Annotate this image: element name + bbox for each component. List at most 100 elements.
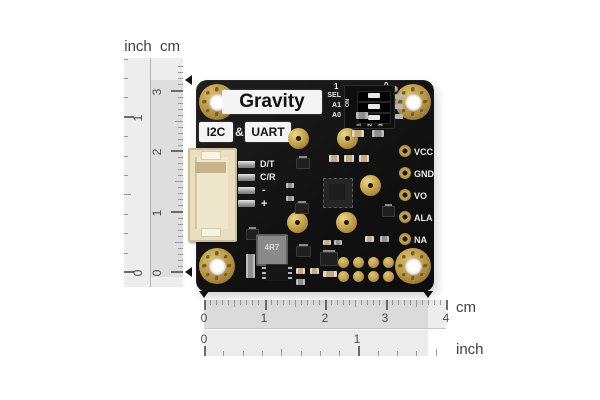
pad-label: GND	[414, 169, 434, 179]
hole-ring-dot	[206, 272, 211, 277]
solder-pad-grid	[368, 271, 379, 282]
hole-ring-dot	[423, 99, 428, 105]
connector-notch	[201, 228, 221, 237]
ampersand-label: &	[235, 125, 244, 139]
horizontal-ruler-divider	[204, 328, 446, 329]
smd-component	[334, 240, 342, 245]
smd-component	[295, 201, 309, 214]
pin-label: +	[261, 198, 268, 210]
breakout-pad	[399, 211, 411, 223]
dip-position-label: 1	[356, 123, 363, 127]
pad-label: ALA	[414, 213, 433, 223]
solder-pad-grid	[353, 271, 364, 282]
ruler-number: 3	[381, 311, 389, 325]
standoff-pad	[336, 212, 357, 233]
vertical-inch-ticks	[124, 58, 150, 287]
vertical-cm-ticks	[151, 58, 183, 287]
smd-component	[310, 268, 319, 274]
horizontal-ruler-cm-label: cm	[456, 299, 476, 316]
hole-ring-dot	[206, 91, 211, 96]
solder-pad-grid	[353, 257, 364, 268]
solder-pad-grid	[338, 271, 349, 282]
smd-component	[323, 240, 331, 245]
hole-ring-dot	[419, 108, 424, 113]
smd-component	[329, 155, 339, 162]
solder-pad	[395, 114, 403, 119]
board-left-edge-marker-icon	[199, 291, 209, 298]
connector-pin	[238, 174, 255, 181]
hole-ring-dot	[402, 91, 407, 96]
vertical-ruler-shaded-span	[151, 80, 183, 277]
smd-component	[296, 244, 311, 257]
brand-label: Gravity	[222, 90, 322, 114]
smd-component	[286, 183, 294, 188]
horizontal-inch-strip	[204, 330, 428, 356]
hole-ring-dot	[402, 272, 407, 277]
ruler-number: 0	[200, 332, 208, 346]
soic-chip	[262, 264, 292, 281]
standoff-pad	[287, 212, 308, 233]
smd-component	[286, 196, 294, 201]
standoff-pad	[360, 175, 381, 196]
dip-track	[357, 102, 391, 113]
hole-ring-dot	[410, 112, 416, 117]
hole-ring-dot	[419, 272, 424, 277]
gravity-connector	[188, 148, 237, 242]
hole-ring-dot	[419, 255, 424, 260]
qfn-chip	[323, 178, 353, 208]
uart-label: UART	[245, 122, 291, 142]
smd-component	[382, 204, 395, 217]
board-right-edge-marker-icon	[423, 291, 433, 298]
horizontal-inch-ticks	[204, 330, 440, 356]
ruler-number: 1	[260, 311, 268, 325]
solder-pad-grid	[383, 271, 394, 282]
pin-label: -	[262, 184, 266, 196]
solder-pad	[395, 104, 403, 109]
i2c-label: I2C	[199, 122, 233, 142]
vertical-ruler-divider	[150, 58, 151, 287]
hole-ring-dot	[227, 263, 232, 269]
smd-component	[246, 254, 255, 278]
dip-high-label: 1	[334, 82, 339, 91]
hole-ring-dot	[223, 255, 228, 260]
breakout-pad	[399, 189, 411, 201]
vertical-ruler-cm-label: cm	[160, 38, 180, 55]
hole-ring-dot	[214, 112, 220, 117]
smd-component	[359, 155, 369, 162]
smd-component	[320, 250, 338, 266]
pad-label: NA	[414, 235, 427, 245]
ruler-number: 1	[150, 209, 164, 217]
smd-component	[356, 112, 368, 119]
pin-label: C/R	[260, 172, 276, 182]
dip-slider	[368, 104, 380, 109]
connector-shadow	[195, 162, 226, 173]
dip-slider	[368, 93, 380, 98]
hole-ring-dot	[410, 251, 416, 256]
solder-pad-grid	[338, 257, 349, 268]
ruler-number: 3	[150, 88, 164, 96]
solder-pad-grid	[383, 257, 394, 268]
dip-switch: ON 1 2 3	[344, 85, 395, 129]
ruler-number: 0	[200, 311, 208, 325]
inductor: 4R7	[256, 234, 288, 266]
pcb-board: Gravity SEL A1 A0 1 0 ON 1 2 3 I2C & UAR…	[188, 80, 434, 292]
solder-pad-grid	[368, 257, 379, 268]
standoff-pad	[288, 128, 309, 149]
dip-track	[357, 91, 391, 102]
pin-label: D/T	[260, 159, 275, 169]
pad-label: VCC	[414, 147, 434, 157]
ruler-number: 0	[150, 269, 164, 277]
solder-pad	[395, 94, 403, 99]
vertical-ruler-inch-label: inch	[124, 38, 152, 55]
hole-ring-dot	[214, 87, 220, 92]
ruler-number: 1	[353, 332, 361, 346]
dip-row-label: A1	[332, 102, 341, 109]
horizontal-ruler-shaded-span	[204, 300, 428, 328]
hole-ring-dot	[398, 263, 403, 269]
connector-notch	[201, 151, 221, 160]
hole-ring-dot	[410, 276, 416, 281]
ruler-number: 2	[321, 311, 329, 325]
via-pad	[392, 86, 398, 92]
dip-position-label: 2	[367, 123, 374, 127]
